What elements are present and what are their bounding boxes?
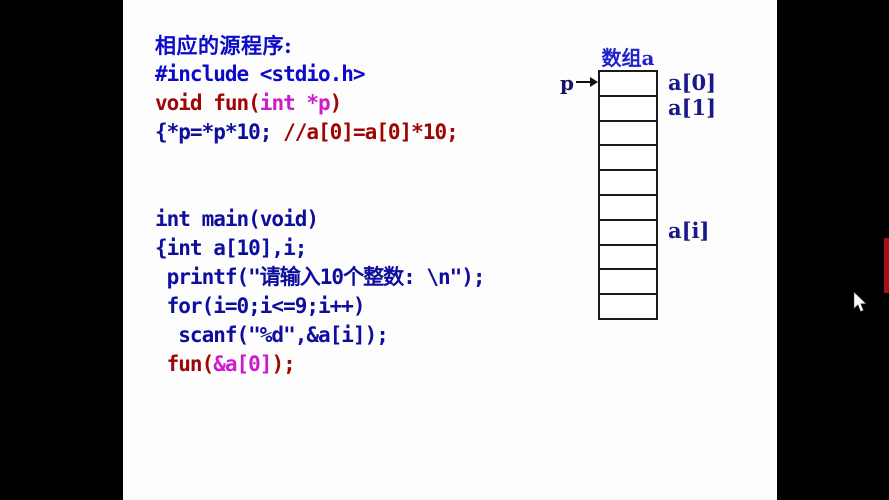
arrow-right-icon xyxy=(575,73,598,92)
code-segment: fun( xyxy=(155,352,215,376)
code-segment: for(i=0;i<=9;i++) xyxy=(155,294,366,318)
pointer-label: p xyxy=(560,70,574,95)
code-line xyxy=(155,147,485,176)
code-line: void fun(int *p) xyxy=(155,89,485,118)
code-line: {int a[10],i; xyxy=(155,234,485,263)
code-segment: &a[0] xyxy=(213,352,272,376)
array-cell xyxy=(600,171,656,196)
cell-label-a0: a[0] xyxy=(668,70,717,95)
array-cell xyxy=(600,270,656,296)
code-line: int main(void) xyxy=(155,205,485,234)
mouse-cursor-icon xyxy=(853,291,868,313)
array-cell xyxy=(600,122,656,147)
code-segment: ); xyxy=(271,352,295,376)
code-block: 相应的源程序: #include <stdio.h> void fun(int *p… xyxy=(155,31,486,379)
code-line: fun(&a[0]); xyxy=(155,350,485,379)
code-segment: #include <stdio.h> xyxy=(155,62,366,86)
code-line: #include <stdio.h> xyxy=(155,60,485,89)
code-segment: {int a[10],i; xyxy=(155,236,307,260)
code-line: printf("请输入10个整数: \n"); xyxy=(155,263,486,292)
code-segment: ) xyxy=(329,91,343,115)
array-title: 数组a xyxy=(601,46,655,70)
slide-page: 相应的源程序: #include <stdio.h> void fun(int *p… xyxy=(123,0,777,500)
array-cell xyxy=(600,221,656,246)
code-line: 相应的源程序: xyxy=(155,31,485,60)
array-cell xyxy=(600,146,656,172)
code-line xyxy=(155,176,485,205)
code-segment: printf("请输入10个整数: \n"); xyxy=(155,265,486,289)
array-cell xyxy=(600,295,656,318)
code-line: scanf("%d",&a[i]); xyxy=(155,321,485,350)
code-line: {*p=*p*10; //a[0]=a[0]*10; xyxy=(155,118,485,147)
array-cell xyxy=(600,196,656,221)
player-progress-marker xyxy=(884,238,889,293)
array-cell xyxy=(600,97,656,122)
array-cell xyxy=(600,246,656,271)
code-line: for(i=0;i<=9;i++) xyxy=(155,292,485,321)
cell-label-a1: a[1] xyxy=(668,94,717,120)
code-segment: int main(void) xyxy=(155,207,319,231)
code-segment: {*p=*p*10; xyxy=(155,120,272,144)
array-diagram xyxy=(598,70,658,320)
code-segment: //a[0]=a[0]*10; xyxy=(271,120,459,144)
pointer-p: p xyxy=(560,70,598,95)
code-segment: int *p xyxy=(259,91,331,115)
code-segment: 相应的源程序: xyxy=(155,33,293,58)
array-cell xyxy=(600,72,656,97)
code-segment: scanf("%d",&a[i]); xyxy=(155,323,389,347)
code-segment: void fun( xyxy=(155,91,261,115)
cell-label-ai: a[i] xyxy=(668,217,710,243)
